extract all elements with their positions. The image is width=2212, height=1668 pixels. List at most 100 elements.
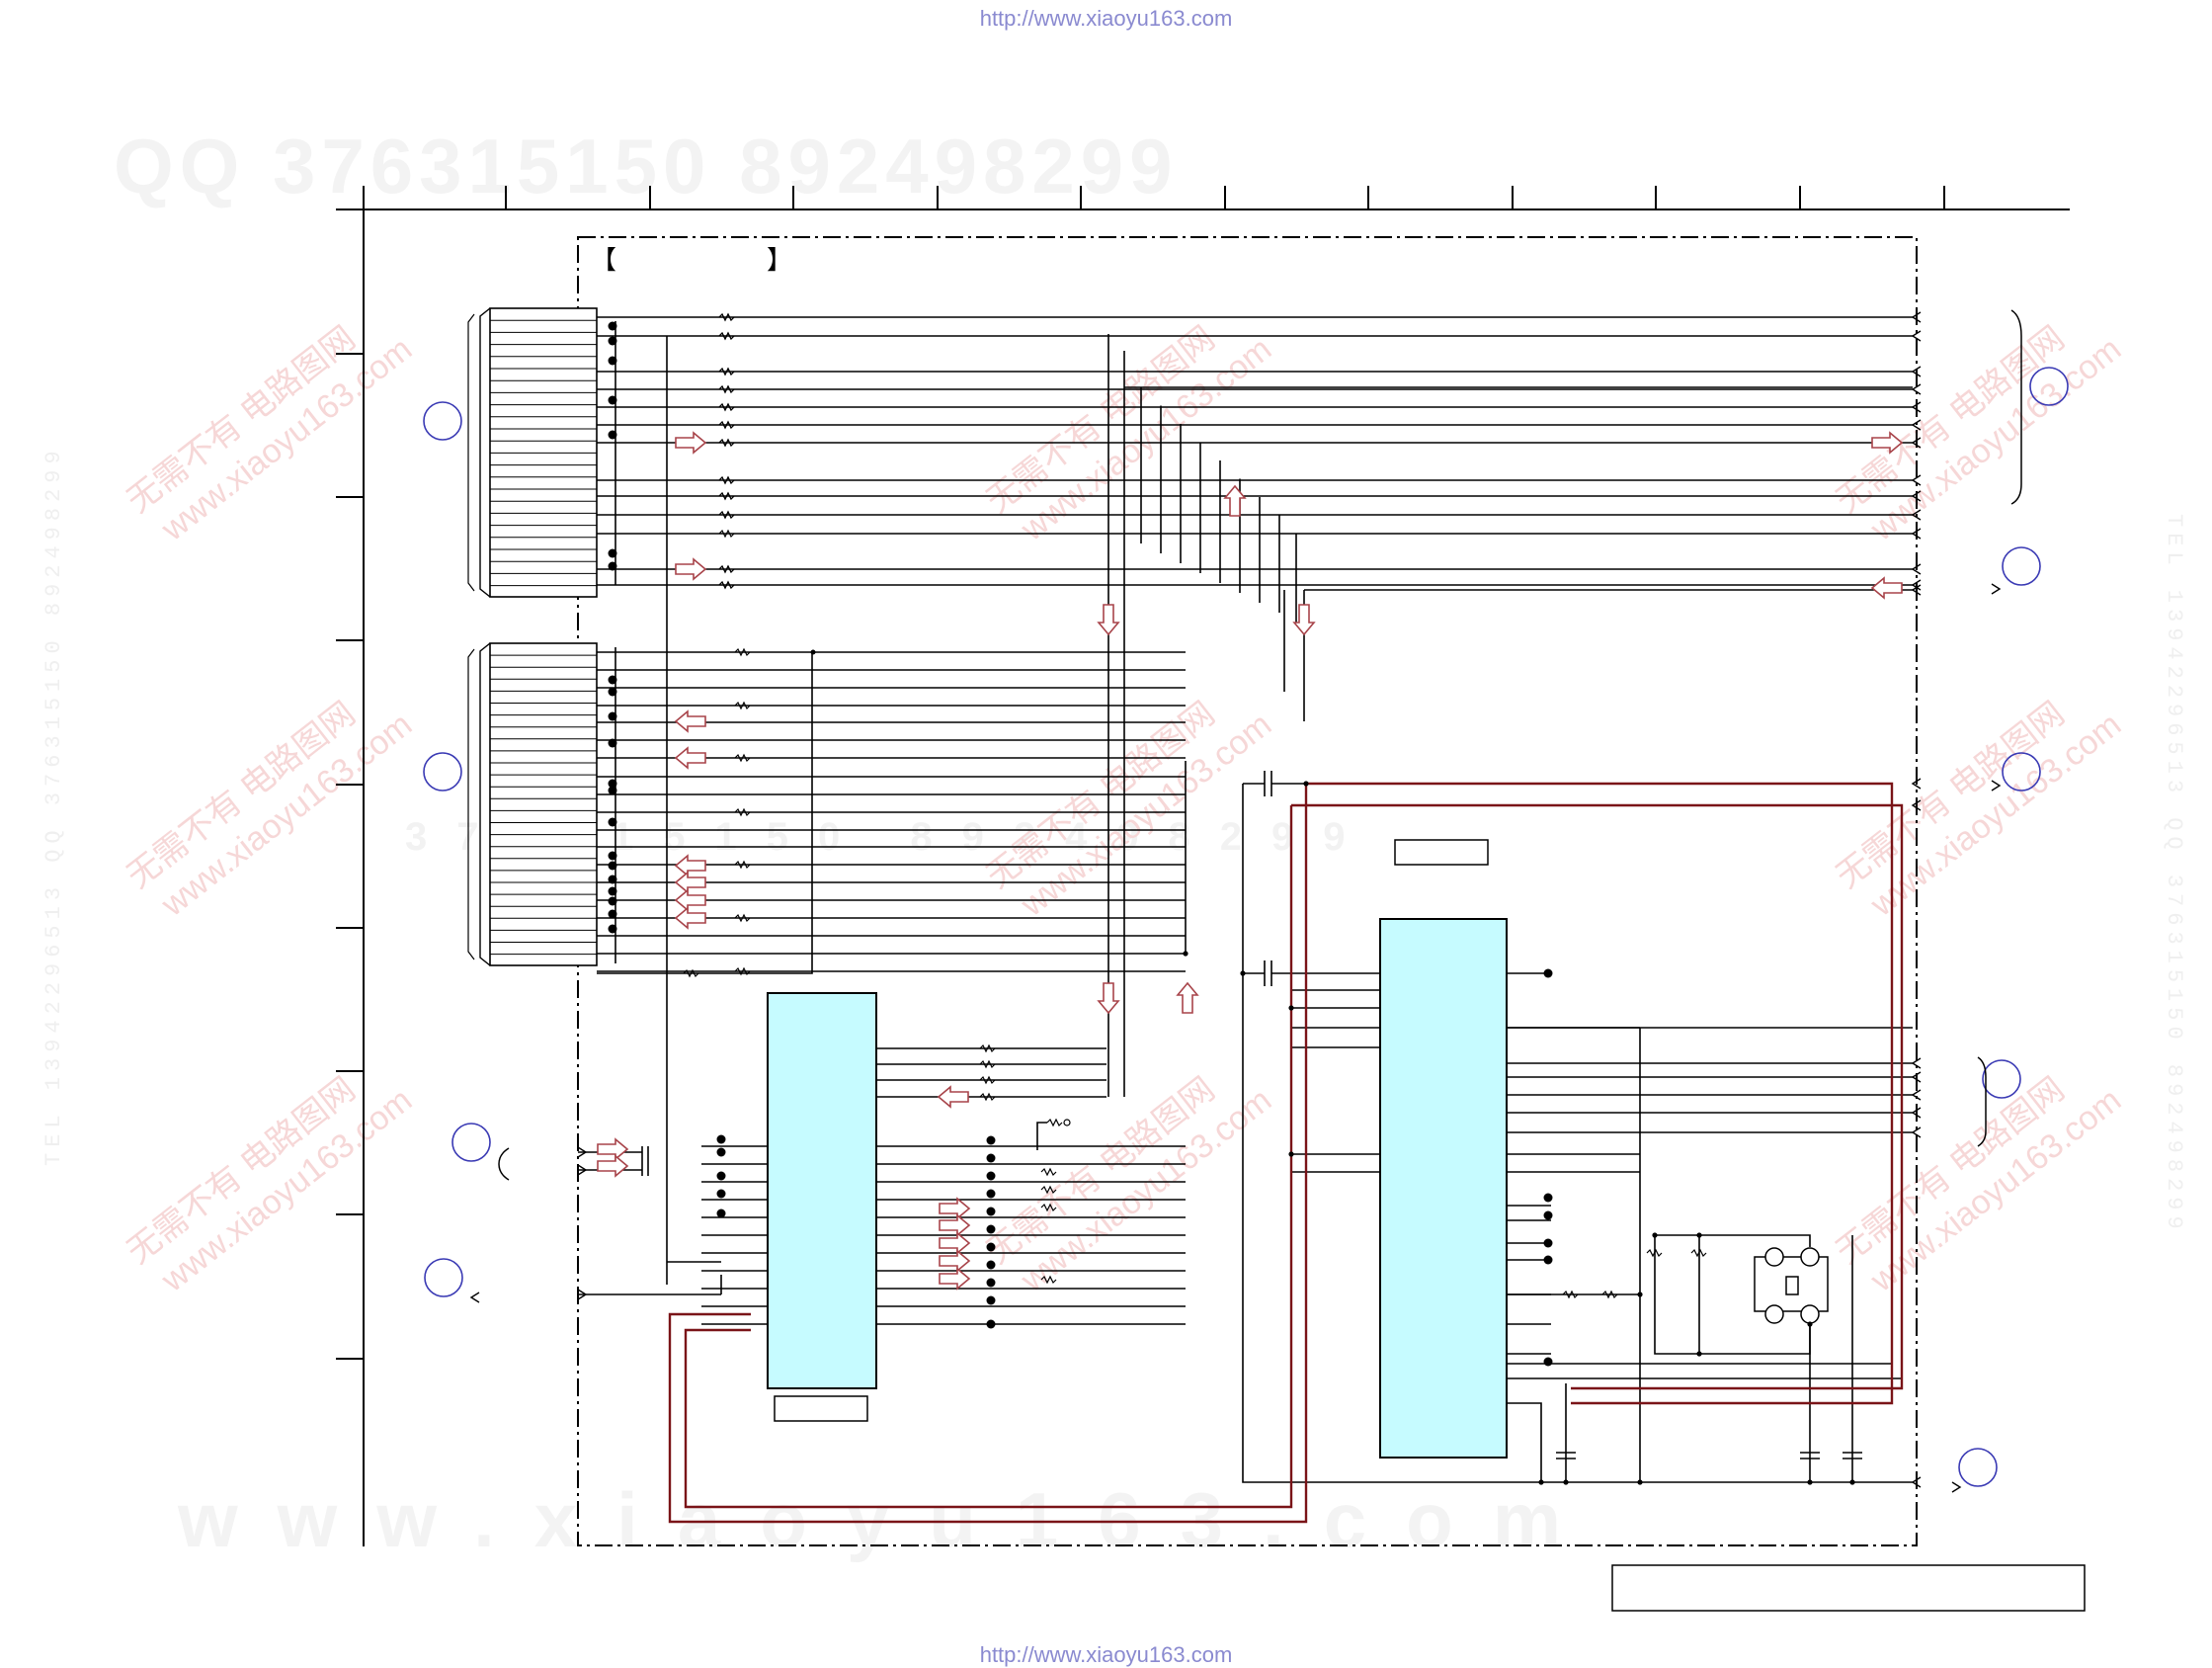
junction-dot [986, 1153, 996, 1163]
connector-shell [479, 642, 491, 966]
junction-dot [986, 1242, 996, 1252]
pin-chevron [1911, 579, 1922, 591]
pin-chevron [577, 1146, 588, 1158]
junction-dot [986, 1207, 996, 1216]
junction-dot [1849, 1479, 1855, 1485]
junction-dot [1543, 968, 1553, 978]
junction-dot [1543, 1238, 1553, 1248]
signal-arrow [674, 871, 706, 894]
watermark-qq-row: QQ 376315150 892498299 [114, 123, 1179, 209]
signal-arrow [1223, 484, 1247, 517]
junction-dot [608, 909, 617, 919]
signal-arrow [939, 1267, 971, 1291]
signal-arrow [597, 1137, 629, 1161]
signal-arrow [939, 1249, 971, 1273]
resistor [734, 701, 751, 710]
signal-arrow [937, 1085, 969, 1109]
junction-dot [1303, 781, 1309, 787]
pin-chevron [1911, 1057, 1922, 1069]
resistor [1646, 1248, 1663, 1258]
junction-dot [608, 356, 617, 366]
junction-dot [716, 1209, 726, 1218]
resistor [718, 438, 735, 448]
signal-arrow [1097, 982, 1120, 1015]
resistor [979, 1059, 996, 1069]
resistor [718, 475, 735, 485]
watermark-site-row: www.xiaoyu163.com [177, 1476, 1600, 1563]
resistor [734, 753, 751, 763]
source-url-bottom: http://www.xiaoyu163.com [979, 1642, 1233, 1667]
connection-marker-circle [1958, 1448, 1998, 1487]
pin-chevron [1911, 311, 1922, 323]
junction-dot [608, 395, 617, 405]
junction-dot [1807, 1321, 1813, 1327]
pin-chevron [1911, 401, 1922, 413]
pin-chevron [1911, 799, 1922, 811]
junction-dot [1637, 1292, 1643, 1297]
signal-arrow [674, 709, 706, 733]
bus-brace [498, 1147, 510, 1181]
junction-dot [986, 1135, 996, 1145]
signal-arrow [939, 1197, 971, 1220]
resistor [1601, 1290, 1618, 1299]
pin-chevron [577, 1289, 588, 1300]
resistor [734, 860, 751, 870]
junction-dot [1240, 970, 1246, 976]
resistor [718, 402, 735, 412]
ic-right [1379, 918, 1508, 1459]
junction-dot [716, 1147, 726, 1157]
junction-dot [608, 738, 617, 748]
connector-shell [467, 313, 475, 592]
junction-dot [608, 861, 617, 871]
pin-chevron [1911, 778, 1922, 790]
watermark-stamp: 无需不有 电路图网 www.xiaoyu163.com [980, 1070, 1279, 1299]
signal-arrows [597, 431, 1904, 1291]
connection-marker-circle [423, 401, 462, 441]
note-box [1611, 1564, 2086, 1612]
bus-brace [2010, 309, 2022, 505]
connector-lower [467, 642, 598, 966]
signal-arrow [939, 1231, 971, 1255]
pin-chevron [1991, 780, 2002, 792]
junction-dot [1807, 1479, 1813, 1485]
junction-dot [716, 1134, 726, 1144]
resistor [718, 564, 735, 574]
pin-chevron [1911, 528, 1922, 540]
section-bracket-left: 【 [591, 246, 616, 276]
junction-dot [716, 1189, 726, 1199]
ic-right-label-box [1394, 839, 1489, 866]
pin-chevron [1911, 1089, 1922, 1101]
pin-chevron [1911, 419, 1922, 431]
junction-dot [608, 430, 617, 440]
ic-left [767, 992, 877, 1389]
junction-dot [1543, 1357, 1553, 1367]
resistor [718, 331, 735, 341]
junction-dot [986, 1189, 996, 1199]
junction-dot [1183, 951, 1188, 957]
junction-dot [608, 675, 617, 685]
resistor [979, 1092, 996, 1102]
junction-dot [810, 649, 816, 655]
junction-dot [1543, 1193, 1553, 1203]
resistor [1562, 1290, 1579, 1299]
signal-arrow [675, 431, 707, 455]
resistor [1040, 1275, 1057, 1285]
junction-dot [608, 561, 617, 571]
signal-arrow [674, 854, 706, 877]
signal-arrow [675, 557, 707, 581]
connection-marker-circle [1982, 1059, 2021, 1099]
junction-dot [608, 786, 617, 795]
pin-chevron [1911, 474, 1922, 486]
watermark-stamp: 无需不有 电路图网 www.xiaoyu163.com [121, 1070, 420, 1299]
wire [1699, 1324, 1811, 1355]
watermark-stamp: 无需不有 电路图网 www.xiaoyu163.com [1830, 1070, 2129, 1299]
pin-chevron [1911, 383, 1922, 395]
junction-dot [1563, 1479, 1569, 1485]
grid-ticks-left [336, 353, 364, 1360]
pin-chevron [1911, 330, 1922, 342]
junction-dot [716, 1171, 726, 1181]
resistor [979, 1075, 996, 1085]
wire [1036, 1122, 1047, 1150]
resistor [718, 312, 735, 322]
